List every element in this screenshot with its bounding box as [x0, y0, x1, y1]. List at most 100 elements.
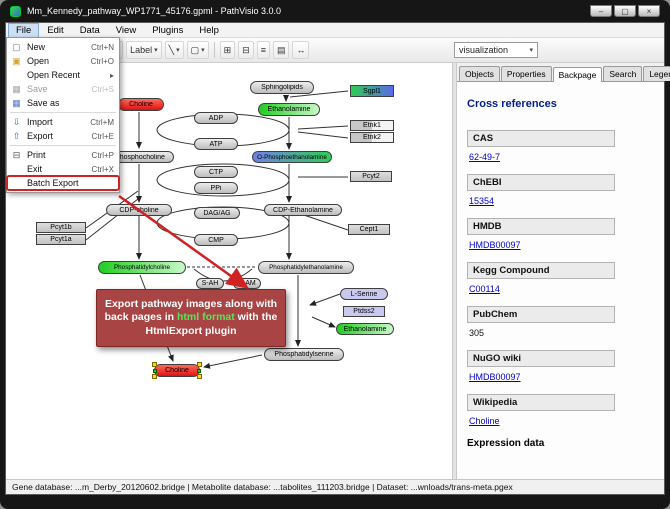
menu-help[interactable]: Help: [199, 24, 219, 36]
selection-handle-icon[interactable]: [197, 362, 202, 367]
xref-value-chebi[interactable]: 15354: [469, 196, 495, 206]
menu-item-label: Save: [27, 84, 48, 94]
menu-item-label: New: [27, 42, 46, 52]
pathway-node-pcyt2-11[interactable]: Pcyt2: [350, 171, 392, 182]
menu-view[interactable]: View: [115, 24, 137, 36]
tab-objects[interactable]: Objects: [459, 66, 500, 81]
pathway-node-cdp-choline-13[interactable]: CDP-choline: [106, 204, 172, 216]
chevron-down-icon: ▾: [176, 47, 180, 54]
expression-data-heading: Expression data: [467, 438, 545, 449]
pathway-node-pcyt1a-18[interactable]: Pcyt1a: [36, 234, 86, 245]
pathway-node-ethanolamine-26[interactable]: Ethanolamine: [336, 323, 394, 335]
close-button[interactable]: ×: [638, 5, 660, 17]
pathway-node-cept1-16[interactable]: Cept1: [348, 224, 390, 235]
shape-template-button[interactable]: ▢▾: [186, 41, 209, 59]
panel-splitter[interactable]: [452, 63, 457, 479]
menu-plugins[interactable]: Plugins: [152, 24, 184, 36]
visualization-select[interactable]: visualization ▾: [454, 42, 538, 58]
xref-value-wikipedia[interactable]: Choline: [469, 416, 500, 426]
pathway-node-cmp-19[interactable]: CMP: [194, 234, 238, 246]
align-vertical-center-icon: ⊟: [242, 44, 250, 55]
file-menu-item-save-as[interactable]: ▦Save as: [7, 96, 119, 110]
pathway-node-ppi-12[interactable]: PPi: [194, 182, 238, 194]
app-icon: [10, 5, 21, 17]
tab-legend[interactable]: Legend: [643, 66, 670, 81]
pathway-node-ctp-10[interactable]: CTP: [194, 166, 238, 178]
xref-value-hmdb[interactable]: HMDB00097: [469, 240, 521, 250]
tab-properties[interactable]: Properties: [500, 66, 552, 81]
pathway-node-atp-7[interactable]: ATP: [194, 138, 238, 150]
menu-shortcut: Ctrl+O: [90, 56, 114, 66]
menu-file[interactable]: File: [8, 22, 40, 38]
pathway-node-adp-4[interactable]: ADP: [194, 112, 238, 124]
stack-button[interactable]: ▤: [272, 41, 290, 59]
pathway-node-etnk1-5[interactable]: Etnk1: [350, 120, 394, 131]
pathway-node-choline-2[interactable]: Choline: [118, 98, 164, 111]
annotation-text: Export pathway images along with back pa…: [104, 297, 278, 324]
xref-section-title: HMDB: [467, 218, 615, 235]
selection-handle-icon[interactable]: [152, 374, 157, 379]
tab-backpage[interactable]: Backpage: [552, 67, 603, 82]
xref-section-title: PubChem: [467, 306, 615, 323]
pathway-node-choline-28[interactable]: Choline: [152, 362, 202, 379]
pathway-node-phosphatidylcholine-20[interactable]: Phosphatidylcholine: [98, 261, 186, 274]
stack-icon: ▤: [276, 44, 286, 55]
side-panel-tabs: ObjectsPropertiesBackpageSearchLegend: [457, 63, 670, 82]
pathway-node-l-serine-24[interactable]: L-Serine: [340, 288, 388, 300]
anchor-handle-icon[interactable]: [153, 369, 157, 373]
xref-value-cas[interactable]: 62-49-7: [469, 152, 501, 162]
pathway-node-pcyt1b-17[interactable]: Pcyt1b: [36, 222, 86, 233]
menu-item-label: Save as: [27, 98, 60, 108]
menu-shortcut: Ctrl+P: [91, 150, 114, 160]
pathway-node-ethanolamine-3[interactable]: Ethanolamine: [258, 103, 320, 116]
xref-value-kegg-compound[interactable]: C00114: [469, 284, 500, 294]
pathway-node-phosphatidylethanolamine-23[interactable]: Phosphatidylethanolamine: [258, 261, 354, 274]
selection-handle-icon[interactable]: [197, 374, 202, 379]
pathway-node-etnk2-6[interactable]: Etnk2: [350, 132, 394, 143]
minimize-button[interactable]: –: [590, 5, 612, 17]
menu-bar: File Edit Data View Plugins Help: [6, 22, 664, 38]
pathway-node-phosphatidylserine-27[interactable]: Phosphatidylserine: [264, 348, 344, 361]
anchor-handle-icon[interactable]: [197, 369, 201, 373]
pathway-node-dag-ag-14[interactable]: DAG/AG: [194, 207, 240, 219]
selection-handle-icon[interactable]: [152, 362, 157, 367]
tab-search[interactable]: Search: [603, 66, 643, 81]
pathway-node-cdp-ethanolamine-15[interactable]: CDP-Ethanolamine: [264, 204, 342, 216]
align-vertical-center-button[interactable]: ⊟: [238, 41, 254, 59]
pathway-node-s-ah-21[interactable]: S-AH: [196, 278, 224, 289]
menu-edit[interactable]: Edit: [47, 24, 64, 36]
pathway-node-s-am-22[interactable]: S-AM: [233, 278, 261, 289]
file-menu-item-batch-export[interactable]: Batch Export: [6, 175, 120, 191]
pathway-node-sphingolipids-0[interactable]: Sphingolipids: [250, 81, 314, 94]
pathway-node-ptdss2-25[interactable]: Ptdss2: [343, 306, 385, 317]
menu-data[interactable]: Data: [79, 24, 100, 36]
annotation-text: with the HtmlExport plugin: [145, 311, 278, 337]
chevron-down-icon: ▾: [154, 47, 158, 54]
side-panel: ObjectsPropertiesBackpageSearchLegend Cr…: [457, 63, 670, 479]
xref-value-nugo-wiki[interactable]: HMDB00097: [469, 372, 521, 382]
pathway-node-sgpl1-1[interactable]: Sgpl1: [350, 85, 394, 97]
xref-section-title: Wikipedia: [467, 394, 615, 411]
align-horizontal-center-button[interactable]: ⊞: [219, 41, 236, 59]
distribute-button[interactable]: ↔: [292, 41, 310, 59]
menu-item-label: Open Recent: [27, 70, 81, 80]
status-bar: Gene database: ...m_Derby_20120602.bridg…: [6, 479, 664, 494]
maximize-button[interactable]: ▢: [614, 5, 636, 17]
menu-item-label: Open: [27, 56, 50, 66]
line-template-button[interactable]: ╲▾: [164, 41, 184, 59]
align-left-button[interactable]: ≡: [256, 41, 270, 59]
file-menu-item-open-recent[interactable]: Open Recent ▸: [7, 68, 119, 82]
label-template-button[interactable]: Label▾: [126, 41, 162, 59]
pathway-node-o-phosphoethanolamine-9[interactable]: O-Phosphoethanolamine: [252, 151, 332, 163]
submenu-arrow-icon: ▸: [109, 70, 114, 80]
